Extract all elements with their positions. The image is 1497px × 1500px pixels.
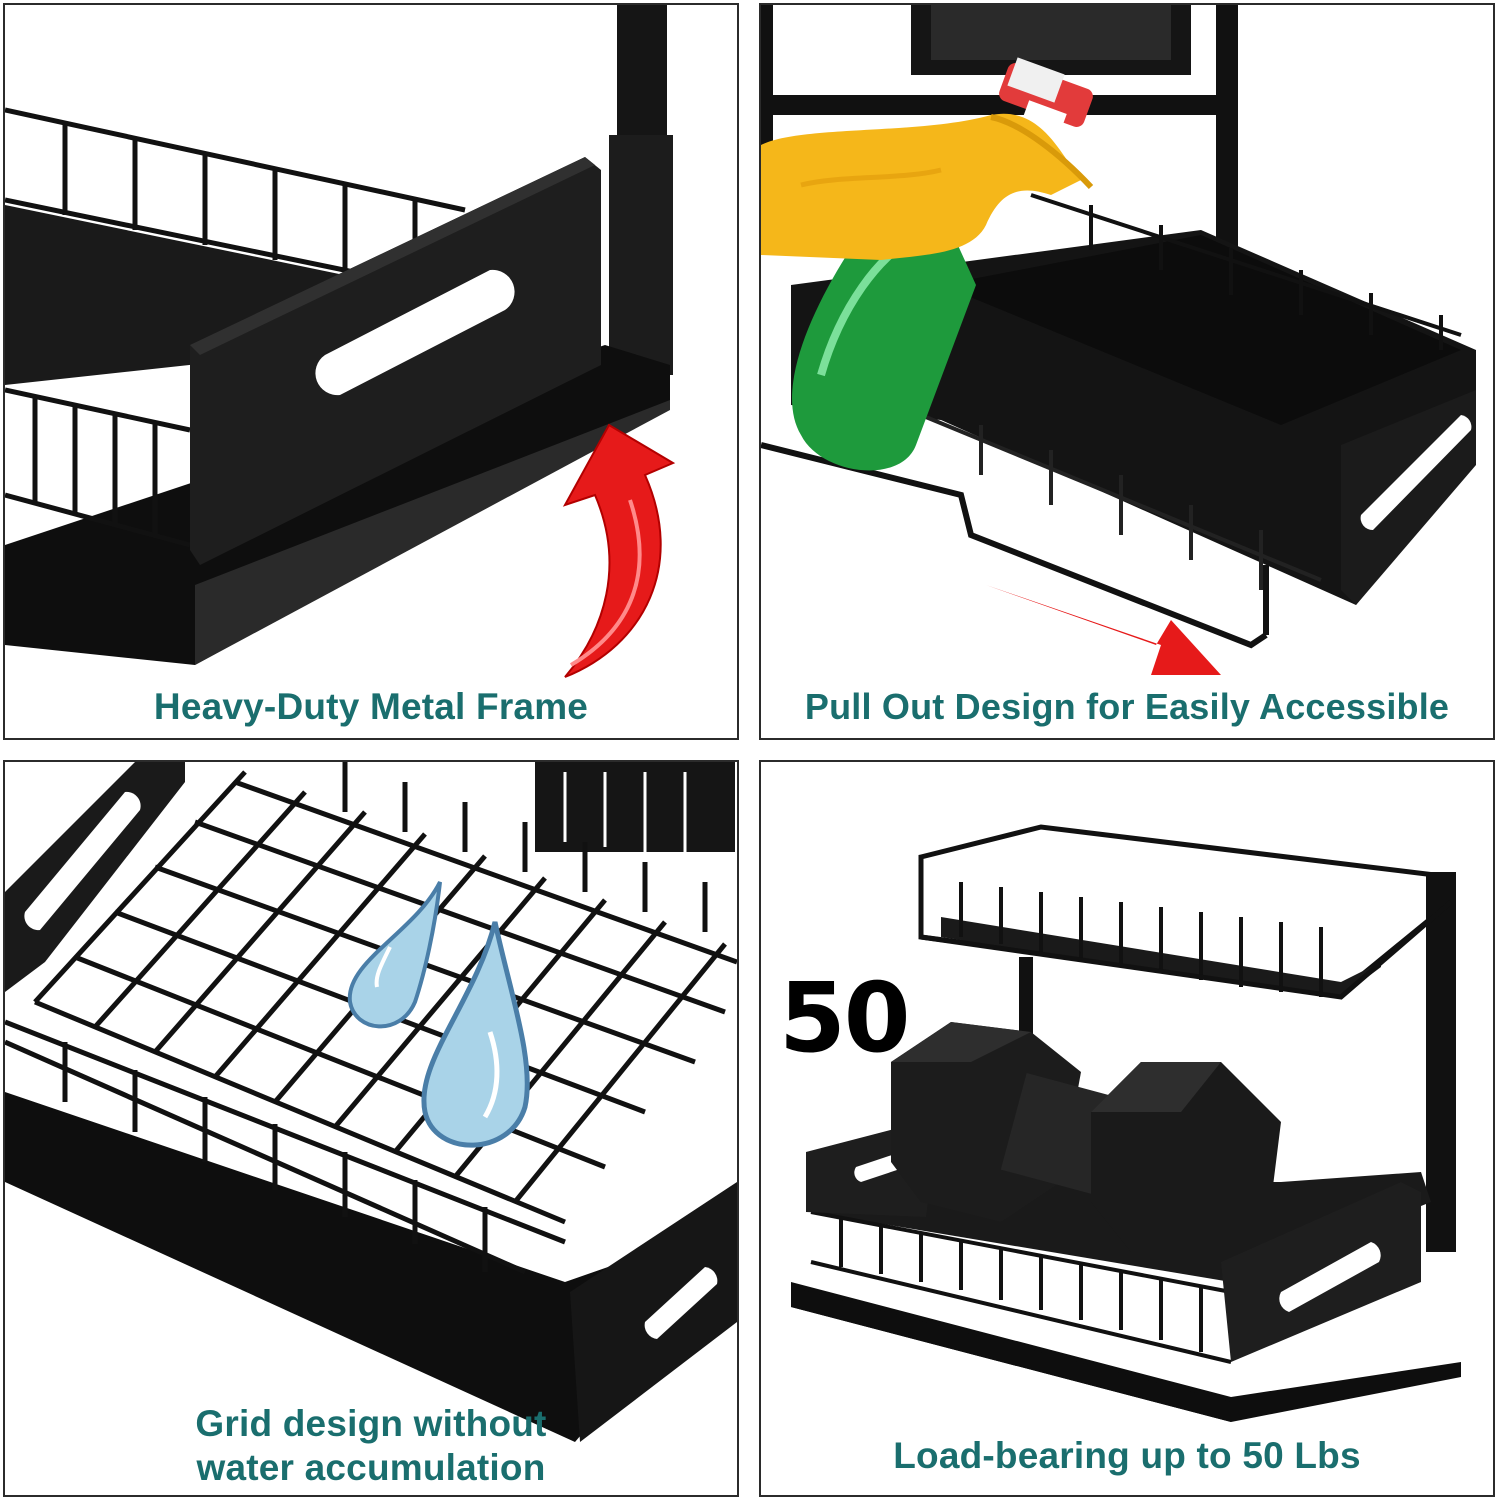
caption-grid-design: Grid design without water accumulation <box>5 1402 737 1490</box>
glove-hand-icon <box>761 113 1094 260</box>
two-tier-rack-icon <box>791 824 1461 1495</box>
weight-label: 50 <box>779 962 911 1074</box>
feature-panel-metal-frame: Heavy-Duty Metal Frame <box>3 3 739 740</box>
feature-panel-grid-design: Grid design without water accumulation <box>3 760 739 1497</box>
pull-out-red-arrow-icon <box>961 540 1221 675</box>
wire-grid-basket-icon <box>5 762 737 1442</box>
caption-metal-frame: Heavy-Duty Metal Frame <box>153 686 589 727</box>
feature-panel-pull-out: Pull Out Design for Easily Accessible <box>759 3 1495 740</box>
caption-line-2: water accumulation <box>196 1447 546 1488</box>
water-drop-icon <box>347 881 530 1148</box>
pull-out-shelf-icon <box>761 5 1476 675</box>
metal-frame-shelf-icon <box>5 5 676 678</box>
dumbbell-icon <box>891 1022 1281 1262</box>
curved-red-arrow-icon <box>562 423 676 678</box>
caption-load-bearing: Load-bearing up to 50 Lbs <box>893 1435 1361 1476</box>
feature-panel-load-bearing: 50 Load-bearing up to 50 Lbs <box>759 760 1495 1497</box>
caption-line-1: Grid design without <box>195 1403 547 1444</box>
caption-pull-out: Pull Out Design for Easily Accessible <box>804 686 1450 727</box>
